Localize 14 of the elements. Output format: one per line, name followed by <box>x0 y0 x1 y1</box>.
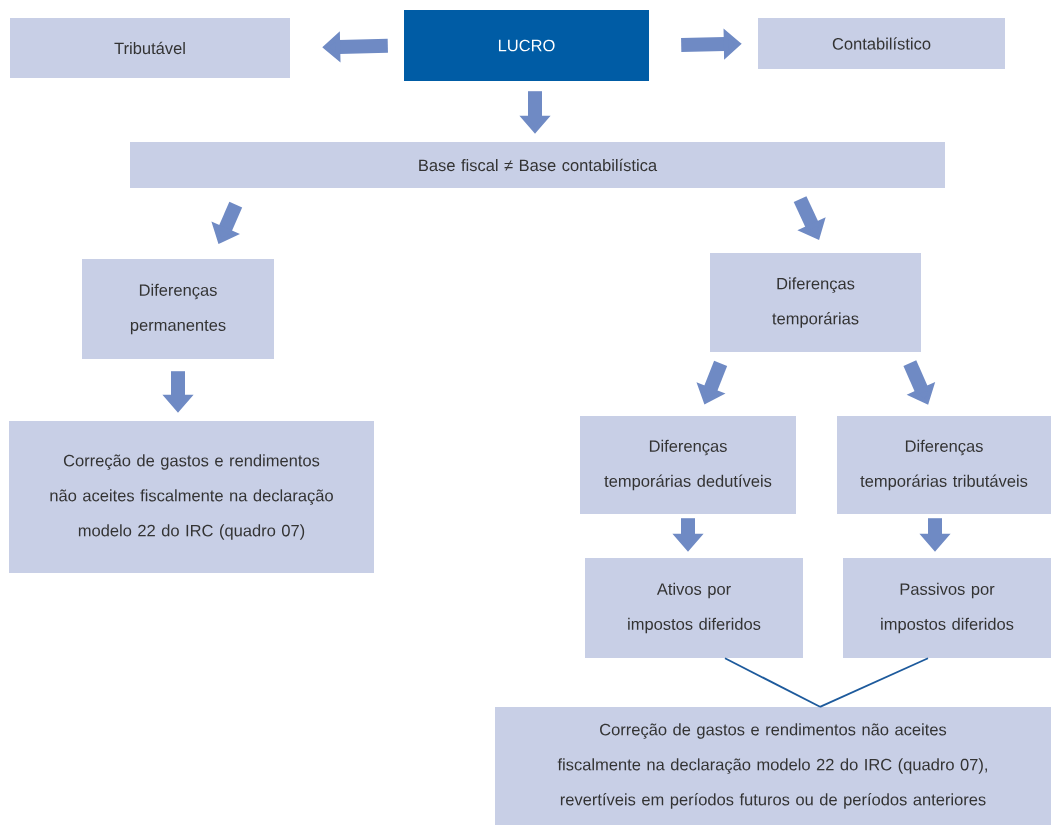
process-box: Correção de gastos e rendimentos não aceites fiscalmente na declaração modelo 22 do IRC (quadro 07) <box>9 421 374 573</box>
process-box: Correção de gastos e rendimentos não aceites fiscalmente na declaração modelo 22 do IRC (quadro 07), revertíveis em períodos futuros ou de períodos anteriores <box>495 707 1051 825</box>
process-box: Passivos por impostos diferidos <box>843 558 1051 658</box>
connector-line <box>724 657 821 708</box>
process-box: Base fiscal ≠ Base contabilística <box>130 142 945 188</box>
process-box: Diferenças temporárias tributáveis <box>837 416 1051 514</box>
process-box: Diferenças temporárias <box>710 253 921 352</box>
process-box: Diferenças temporárias dedutíveis <box>580 416 796 514</box>
process-box: Diferenças permanentes <box>82 259 274 359</box>
connector-line <box>819 657 929 708</box>
process-box: Contabilístico <box>758 18 1005 69</box>
process-box: Ativos por impostos diferidos <box>585 558 803 658</box>
process-box: Tributável <box>10 18 290 78</box>
process-box: LUCRO <box>404 10 649 81</box>
